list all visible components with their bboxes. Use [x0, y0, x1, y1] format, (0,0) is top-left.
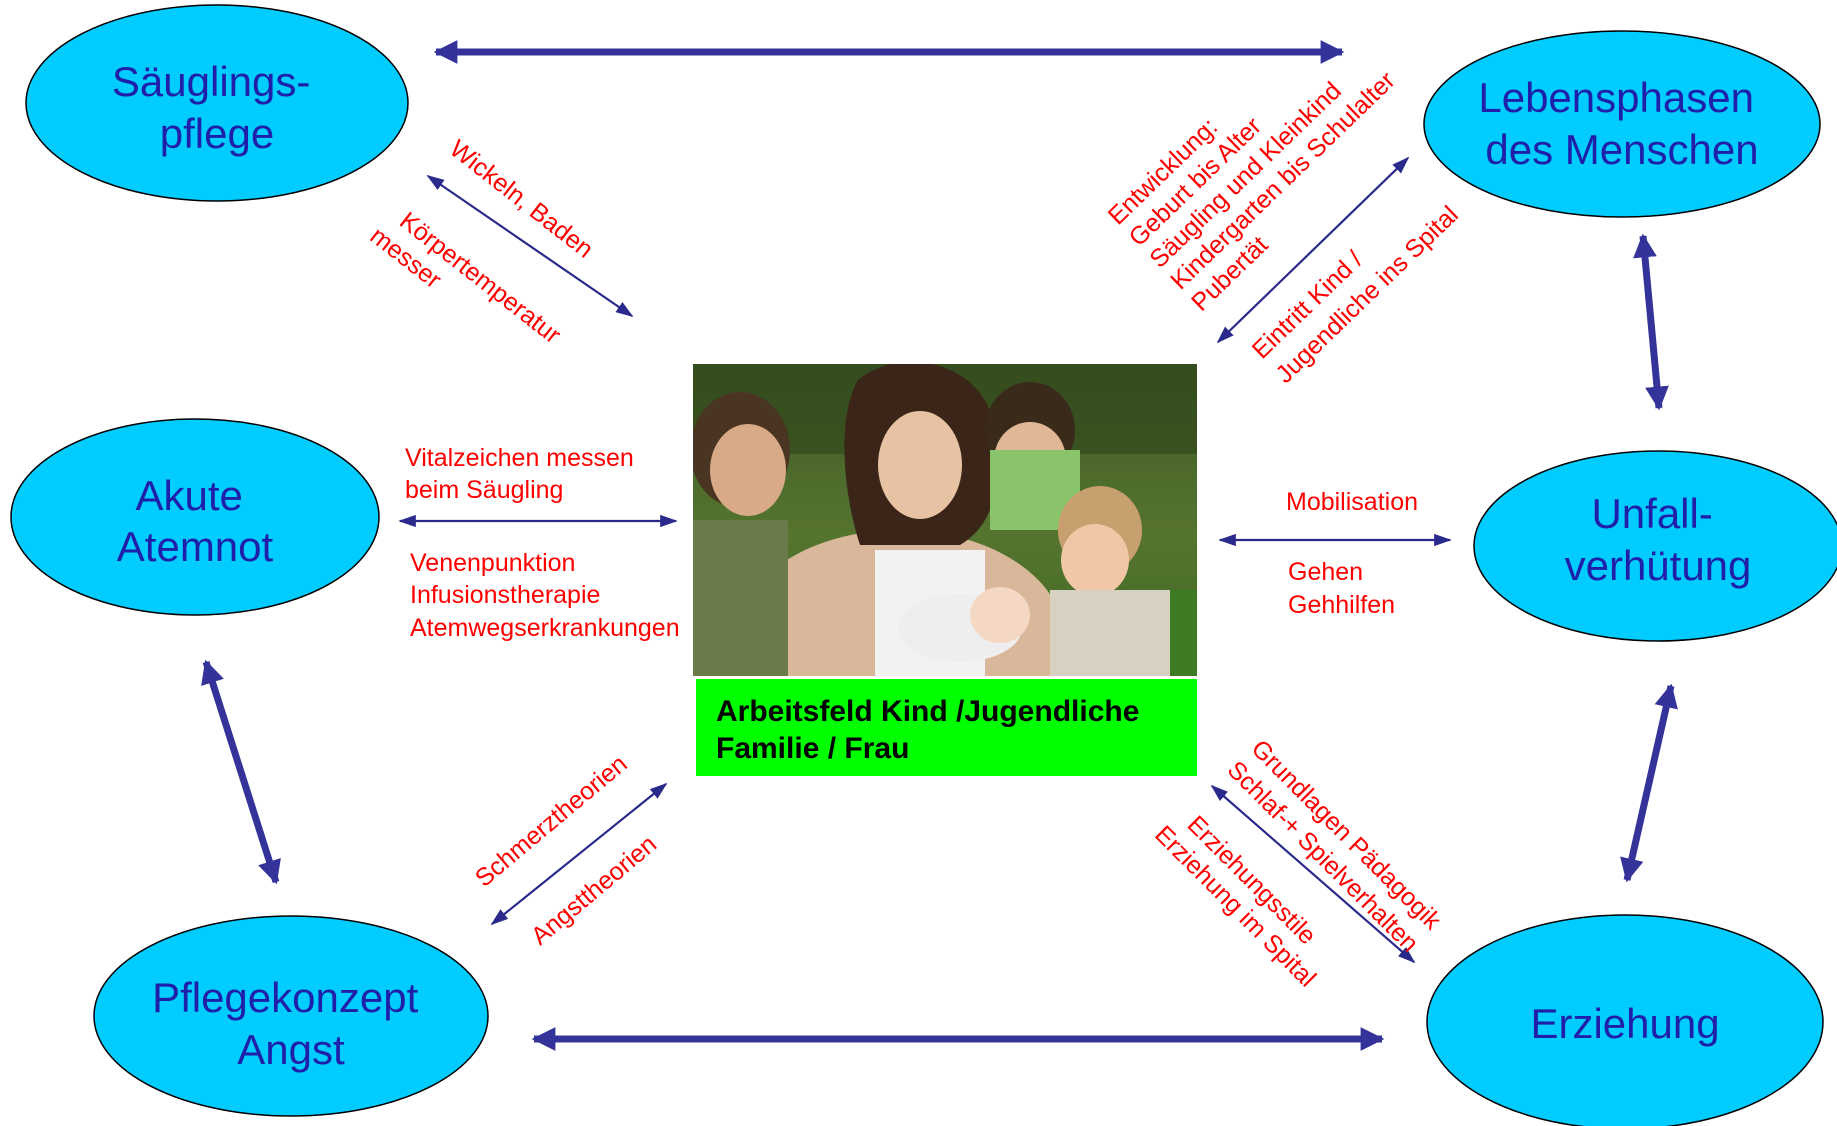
node-shape	[10, 418, 380, 616]
annotation-line: Vitalzeichen messen	[405, 444, 634, 472]
arrow-erziehung-center	[1210, 784, 1416, 964]
node-shape	[93, 915, 489, 1117]
node-unfallverhuetung: Unfall- verhütung	[1473, 450, 1837, 642]
annotation-line: beim Säugling	[405, 476, 563, 504]
node-erziehung: Erziehung	[1426, 914, 1824, 1126]
annotation-wickeln: Wickeln, Baden	[444, 135, 598, 264]
node-lebensphasen: Lebensphasen des Menschen	[1423, 30, 1821, 218]
node-label-line: Lebensphasen	[1478, 74, 1754, 121]
center-label-line: Familie / Frau	[716, 732, 909, 765]
arrow-lebensphasen-center	[1216, 156, 1410, 344]
center-label-background	[696, 679, 1197, 776]
node-label-line: Säuglings-	[112, 58, 310, 105]
svg-text:Arbeitsfeld Kind /Jugendliche: Arbeitsfeld Kind /Jugendliche Familie / …	[716, 695, 1148, 765]
node-label-line: Pflegekonzept	[152, 974, 419, 1021]
center-label-box: Arbeitsfeld Kind /Jugendliche Familie / …	[696, 679, 1197, 776]
node-shape	[1473, 450, 1837, 642]
node-label-line: Erziehung	[1530, 1000, 1719, 1047]
svg-text:Lebensphasen des Mensche: Lebensphasen des Menschen	[1478, 74, 1765, 173]
family-photo-icon	[693, 364, 1197, 676]
thick-arrows	[201, 40, 1678, 1051]
node-shape	[1426, 914, 1824, 1126]
center-label-line: Arbeitsfeld Kind /Jugendliche	[716, 695, 1139, 728]
node-label-line: Angst	[237, 1026, 345, 1073]
annotation-line: Atemwegserkrankungen	[410, 614, 680, 642]
arrow-atemnot-angst	[201, 659, 281, 885]
svg-text:Erziehung: Erziehung	[1530, 1000, 1719, 1047]
node-label-line: pflege	[160, 110, 274, 157]
arrow-saeugling-center	[426, 175, 634, 317]
annotation-line: Infusionstherapie	[410, 581, 600, 609]
arrow-lebensphasen-unfall	[1633, 233, 1669, 411]
node-label-line: Akute	[135, 472, 242, 519]
annotation-line: Gehhilfen	[1288, 591, 1395, 619]
node-label-line: Atemnot	[117, 523, 274, 570]
annotation-venenpunktion: Venenpunktion Infusionstherapie Atemwegs…	[410, 549, 680, 642]
thin-arrows	[398, 156, 1452, 964]
node-label-line: des Menschen	[1485, 126, 1758, 173]
arrow-angst-center	[490, 782, 668, 926]
node-saeuglingspflege: Säuglings- pflege	[25, 4, 409, 202]
annotation-line: Venenpunktion	[410, 549, 575, 577]
svg-text:Unfall- verhütung: Unfall- verhütung	[1565, 490, 1752, 589]
annotation-mobilisation: Mobilisation	[1286, 488, 1418, 516]
svg-text:Säuglings- pflege: Säuglings- pflege	[112, 58, 322, 157]
node-akute-atemnot: Akute Atemnot	[10, 418, 380, 616]
svg-text:Akute Atemnot: Akute Atemnot	[117, 472, 274, 570]
node-shape	[1423, 30, 1821, 218]
node-label-line: verhütung	[1565, 542, 1752, 589]
node-label-line: Unfall-	[1591, 490, 1712, 537]
svg-text:Pflegekonzept Angst: Pflegekonzept Angst	[152, 974, 430, 1073]
annotation-line: Gehen	[1288, 558, 1363, 586]
node-shape	[25, 4, 409, 202]
annotation-gehen: Gehen Gehhilfen	[1288, 558, 1395, 619]
node-pflegekonzept-angst: Pflegekonzept Angst	[93, 915, 489, 1117]
annotation-vitalzeichen: Vitalzeichen messen beim Säugling	[405, 444, 641, 504]
arrow-unfall-erziehung	[1620, 683, 1678, 883]
annotation-angsttheorien: Angsttheorien	[526, 830, 662, 951]
